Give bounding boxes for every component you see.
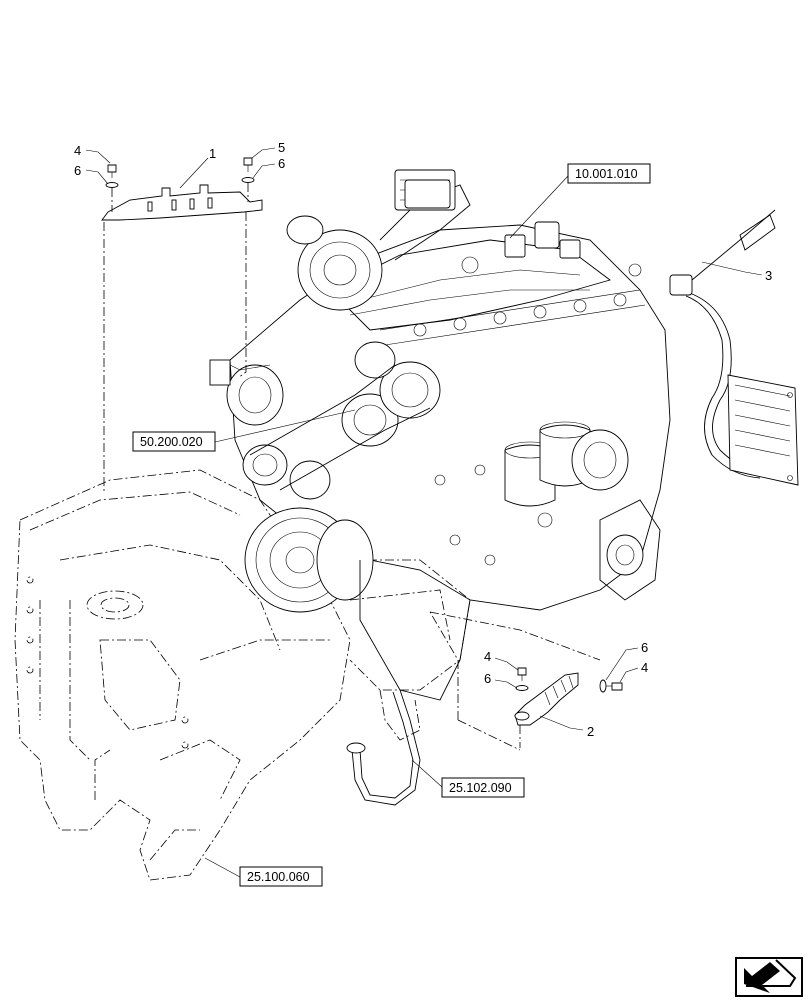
front-axle-support-frame (14, 469, 471, 881)
callout-4-bottom-right: 4 (641, 660, 648, 675)
callout-6-top-right: 6 (278, 156, 285, 171)
flywheel-housing (599, 499, 661, 601)
engine-bolts (434, 256, 642, 566)
reference-25-102-090-label[interactable]: 25.102.090 (449, 781, 512, 795)
callout-5: 5 (278, 140, 285, 155)
reference-25-100-060[interactable]: 25.100.060 (239, 866, 323, 887)
callout-6-top-left: 6 (74, 163, 81, 178)
fuel-rail (379, 289, 646, 346)
bracket-2 (514, 672, 579, 726)
reference-50-200-020[interactable]: 50.200.020 (132, 431, 216, 452)
alternator (209, 359, 284, 426)
intake-sensors (404, 179, 581, 259)
callout-labels: 1 4 6 5 6 3 4 6 2 6 4 (74, 140, 772, 739)
accessory-pulleys (242, 341, 441, 500)
fasteners-bottom-left (515, 667, 529, 691)
next-page-arrow-icon[interactable] (735, 957, 803, 997)
callout-4-bottom-left: 4 (484, 649, 491, 664)
callout-6-bottom-left: 6 (484, 671, 491, 686)
engine-assembly (209, 169, 671, 701)
fasteners-top-left (105, 164, 119, 188)
callout-4-top-left: 4 (74, 143, 81, 158)
fasteners-bottom-right (599, 679, 623, 693)
crankshaft-pulley (244, 507, 374, 613)
callout-2: 2 (587, 724, 594, 739)
reference-25-100-060-label[interactable]: 25.100.060 (247, 870, 310, 884)
reference-50-200-020-label[interactable]: 50.200.020 (140, 435, 203, 449)
bracket-1 (101, 184, 263, 221)
callout-6-bottom-right: 6 (641, 640, 648, 655)
reference-10-001-010-label[interactable]: 10.001.010 (575, 167, 638, 181)
coolant-hose (346, 689, 421, 806)
ecu-module (727, 374, 799, 486)
fasteners-top-right (241, 157, 255, 183)
callout-3: 3 (765, 268, 772, 283)
reference-25-102-090[interactable]: 25.102.090 (441, 777, 525, 798)
leader-lines (85, 147, 763, 878)
callout-1: 1 (209, 146, 216, 161)
reference-10-001-010[interactable]: 10.001.010 (567, 163, 651, 184)
filter-canisters (504, 421, 629, 507)
